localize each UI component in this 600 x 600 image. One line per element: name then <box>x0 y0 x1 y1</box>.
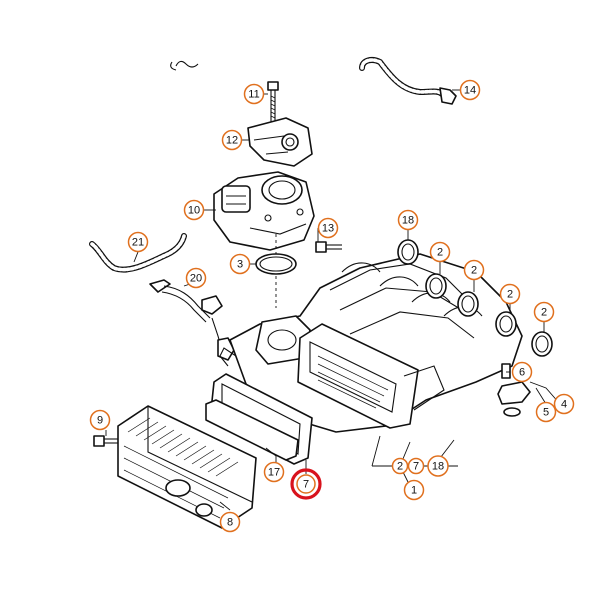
callout-part-12[interactable]: 12 <box>221 129 243 151</box>
callout-part-2[interactable]: 2 <box>391 457 409 475</box>
callout-label: 1 <box>411 485 417 497</box>
callout-label: 17 <box>268 467 280 479</box>
callout-circle <box>499 283 521 305</box>
callout-label: 14 <box>464 85 476 97</box>
callout-part-2[interactable]: 2 <box>429 241 451 263</box>
callout-part-2[interactable]: 2 <box>463 259 485 281</box>
callout-label: 12 <box>226 135 238 147</box>
callout-label: 5 <box>543 407 549 419</box>
vacuum-hose-part-14 <box>170 57 457 105</box>
seal-rings-part-2 <box>425 273 553 357</box>
callout-label: 8 <box>227 517 233 529</box>
callout-circle <box>229 253 251 275</box>
bracket-part-12 <box>247 117 313 167</box>
callout-circle <box>511 361 533 383</box>
callout-part-2[interactable]: 2 <box>533 301 555 323</box>
callout-part-7[interactable]: 7 <box>296 474 316 494</box>
callout-circle <box>533 301 555 323</box>
pipe-part-20 <box>149 279 235 361</box>
callout-circle <box>403 479 425 501</box>
callout-part-9[interactable]: 9 <box>89 409 111 431</box>
intercooler-part-8 <box>117 405 257 529</box>
callout-label: 2 <box>507 289 513 301</box>
callout-part-3[interactable]: 3 <box>229 253 251 275</box>
callout-label: 7 <box>303 479 309 491</box>
seal-ring-part-18 <box>397 239 419 265</box>
callout-circle <box>89 409 111 431</box>
callout-circle <box>535 401 557 423</box>
callout-label: 6 <box>519 367 525 379</box>
callout-circle <box>219 511 241 533</box>
callout-part-2[interactable]: 2 <box>499 283 521 305</box>
callout-part-11[interactable]: 11 <box>243 83 265 105</box>
callout-circle <box>243 83 265 105</box>
callout-part-1[interactable]: 1 <box>403 479 425 501</box>
callout-label: 4 <box>561 399 567 411</box>
callout-circle <box>183 199 205 221</box>
callout-circle <box>553 393 575 415</box>
callout-part-4[interactable]: 4 <box>553 393 575 415</box>
callout-label: 13 <box>322 223 334 235</box>
callout-label: 2 <box>541 307 547 319</box>
hose-part-21 <box>89 233 187 273</box>
bolt-part-9 <box>93 435 118 447</box>
callout-part-17[interactable]: 17 <box>263 461 285 483</box>
callout-part-18[interactable]: 18 <box>427 455 449 477</box>
callout-part-5[interactable]: 5 <box>535 401 557 423</box>
callout-label: 11 <box>248 89 259 101</box>
callout-label: 2 <box>397 461 403 473</box>
callout-label: 2 <box>437 247 443 259</box>
callout-label: 18 <box>432 461 444 473</box>
intake-manifold-body <box>219 253 523 433</box>
callout-circle <box>185 267 207 289</box>
callout-part-14[interactable]: 14 <box>459 79 481 101</box>
callout-part-13[interactable]: 13 <box>317 217 339 239</box>
callout-circle <box>429 241 451 263</box>
selected-part-highlight <box>290 468 322 500</box>
callout-circle <box>221 129 243 151</box>
callout-label: 10 <box>188 205 200 217</box>
throttle-body-part-10 <box>213 171 315 251</box>
callout-label: 3 <box>237 259 243 271</box>
bolt-part-13 <box>315 241 342 253</box>
callout-part-18[interactable]: 18 <box>397 209 419 231</box>
callout-label: 18 <box>402 215 414 227</box>
callout-label: 9 <box>97 415 103 427</box>
callout-circle <box>397 209 419 231</box>
callout-part-10[interactable]: 10 <box>183 199 205 221</box>
callout-circle <box>263 461 285 483</box>
callout-circle <box>463 259 485 281</box>
callout-circle <box>407 457 425 475</box>
callout-label: 20 <box>190 273 202 285</box>
callout-part-8[interactable]: 8 <box>219 511 241 533</box>
callout-label: 21 <box>132 237 144 249</box>
callout-label: 2 <box>471 265 477 277</box>
gasket-part-17 <box>205 399 299 461</box>
callout-circle <box>296 474 316 494</box>
callout-circle <box>391 457 409 475</box>
sensor-part-4 <box>497 363 561 417</box>
callout-part-20[interactable]: 20 <box>185 267 207 289</box>
callout-label: 7 <box>413 461 419 473</box>
callout-circle <box>427 455 449 477</box>
callout-circle <box>127 231 149 253</box>
callout-part-6[interactable]: 6 <box>511 361 533 383</box>
callout-part-7[interactable]: 7 <box>407 457 425 475</box>
callout-circle <box>459 79 481 101</box>
callout-circle <box>317 217 339 239</box>
callout-part-21[interactable]: 21 <box>127 231 149 253</box>
